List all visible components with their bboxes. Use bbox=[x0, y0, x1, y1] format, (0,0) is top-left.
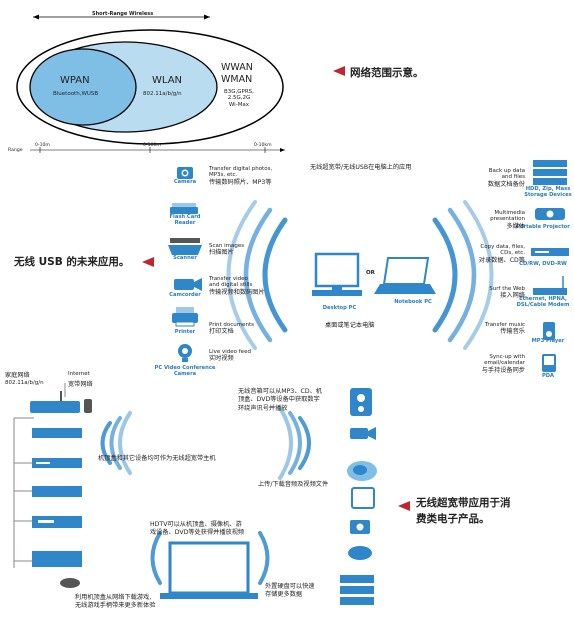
cd-drive-caption: CD/RW, DVD-RW bbox=[519, 261, 567, 267]
pc-icons bbox=[312, 252, 436, 296]
range-axis-label: Range bbox=[8, 148, 23, 153]
tablet-icon bbox=[351, 487, 375, 509]
usb-future-label: 无线 USB 的未来应用。 bbox=[14, 256, 130, 268]
webcam-caption: PC Video Conference Camera bbox=[154, 365, 216, 377]
printer-caption: Printer bbox=[174, 329, 196, 335]
scanner-icon bbox=[168, 238, 202, 255]
notebook-pc-icon bbox=[374, 257, 436, 294]
scanner-caption: Scanner bbox=[173, 255, 197, 261]
receiver-icon bbox=[32, 486, 82, 497]
wlan-tech: 802.11a/b/g/n bbox=[143, 91, 182, 97]
camcorder-caption: Camcorder bbox=[169, 292, 201, 298]
pda-icon bbox=[542, 354, 556, 372]
stb-desc: 机顶盒和其它设备均可作为无线超宽带主机 bbox=[98, 455, 216, 462]
modem-caption: Ethernet, HPNA, DSL/Cable Modem bbox=[516, 296, 570, 308]
range-note: 网络范围示意。 bbox=[350, 67, 424, 79]
range-title: Short-Range Wireless bbox=[92, 11, 154, 17]
game-desc: 利用机顶盒从网络下载游戏, 无线游戏手柄带来更多新体验 bbox=[75, 594, 156, 610]
hdd-icon bbox=[533, 160, 567, 185]
webcam-icon bbox=[178, 344, 192, 362]
wwan-tech: B3G,GPRS, 2.5G,2G Wi-Max bbox=[224, 89, 254, 108]
wlan-label: WLAN bbox=[152, 75, 183, 86]
usb-waves bbox=[226, 200, 494, 350]
hdd-home-desc: 外置硬盘可以快速 存储更多数据 bbox=[265, 583, 315, 599]
gamepad-home-icon bbox=[348, 546, 372, 560]
card-reader-icon bbox=[170, 203, 198, 214]
desktop-caption: Desktop PC bbox=[322, 305, 357, 311]
camera-home-icon bbox=[350, 520, 370, 534]
camera-icon bbox=[177, 167, 193, 179]
range-tick-3: 0-10km bbox=[254, 143, 272, 148]
projector-icon bbox=[535, 208, 565, 220]
speaker-icon bbox=[350, 388, 372, 416]
gateway-icon bbox=[30, 391, 92, 413]
future-arrow bbox=[142, 257, 154, 267]
mp3-desc: Transfer music 传输音乐 bbox=[484, 322, 525, 336]
internet-label: Internet bbox=[68, 371, 90, 377]
mp3-player-icon bbox=[543, 322, 555, 340]
audio-desc: 无线音箱可以从MP3、CD、机 顶盒、DVD等设备中获取数字 环绕声讯号并播放 bbox=[238, 388, 322, 412]
gateway-std: 802.11a/b/g/n bbox=[5, 380, 44, 386]
scanner-desc: Scan images 扫描图片 bbox=[209, 243, 245, 257]
usb-title: 无线超宽带/无线USB在电脑上的应用 bbox=[310, 164, 412, 171]
camcorder-icon bbox=[174, 278, 202, 291]
camera-caption: Camera bbox=[173, 179, 197, 185]
home-diagram bbox=[13, 383, 377, 605]
gamepad-icon bbox=[60, 578, 80, 588]
webcam-desc: Live video feed 实时视频 bbox=[209, 349, 251, 363]
upload-desc: 上传/下载音频及视频文件 bbox=[258, 481, 329, 488]
camera-desc: Transfer digital photos,MP3s, etc. 传输数码照… bbox=[209, 166, 273, 186]
printer-desc: Print documents 打印文档 bbox=[209, 322, 255, 336]
projector-caption: Portable Projector bbox=[516, 224, 570, 230]
consumer-label: 无线超宽带应用于消 费类电子产品。 bbox=[416, 497, 511, 525]
hdtv-desc: HDTV可以从机顶盒、摄像机、游 戏设备、DVD等处获得并播放视频 bbox=[150, 521, 245, 537]
wpan-tech: Bluetooth,WUSB bbox=[53, 91, 99, 97]
hdtv-icon bbox=[160, 541, 258, 599]
range-diagram bbox=[16, 14, 345, 153]
desktop-pc-icon bbox=[312, 252, 362, 296]
pda-caption: PDA bbox=[541, 373, 555, 379]
wman-label: WMAN bbox=[221, 74, 253, 85]
range-tick-1: 0-10m bbox=[35, 143, 50, 148]
wpan-label: WPAN bbox=[60, 75, 90, 86]
wwan-label: WWAN bbox=[221, 62, 253, 73]
camcorder-home-icon bbox=[350, 427, 376, 440]
notebook-caption: Notebook PC bbox=[394, 299, 432, 305]
dvd-player-icon bbox=[32, 458, 82, 468]
card-reader-caption: Flash Card Reader bbox=[169, 214, 201, 226]
modem-desc: Surf the Web 接入网络 bbox=[489, 286, 525, 300]
gateway-label: 家庭网络 bbox=[5, 372, 30, 379]
hdd-caption: HDD, Zip, Mass Storage Devices bbox=[524, 186, 572, 198]
cd-drive-desc: Copy data, files,CDs, etc. 对录数据、CD等 bbox=[478, 244, 525, 264]
or-label: OR bbox=[366, 270, 375, 276]
game-console-icon bbox=[32, 551, 82, 567]
cd-drive-icon bbox=[531, 248, 569, 256]
modem-icon bbox=[533, 276, 567, 295]
usb-left-icons bbox=[168, 167, 202, 362]
set-top-box-icon bbox=[32, 428, 82, 438]
printer-icon bbox=[172, 307, 198, 327]
external-hdd-icon bbox=[340, 575, 374, 605]
usb-right-icons bbox=[531, 160, 569, 372]
pc-cn-caption: 桌面或笔记本电脑 bbox=[325, 322, 375, 329]
range-tick-2: 0-100m bbox=[143, 143, 161, 148]
consumer-arrow bbox=[398, 501, 410, 511]
mp3-caption: MP3 Player bbox=[531, 338, 565, 344]
media-disc-icon bbox=[347, 461, 377, 481]
vcr-icon bbox=[32, 516, 82, 528]
internet-cn: 宽带网络 bbox=[68, 381, 93, 388]
